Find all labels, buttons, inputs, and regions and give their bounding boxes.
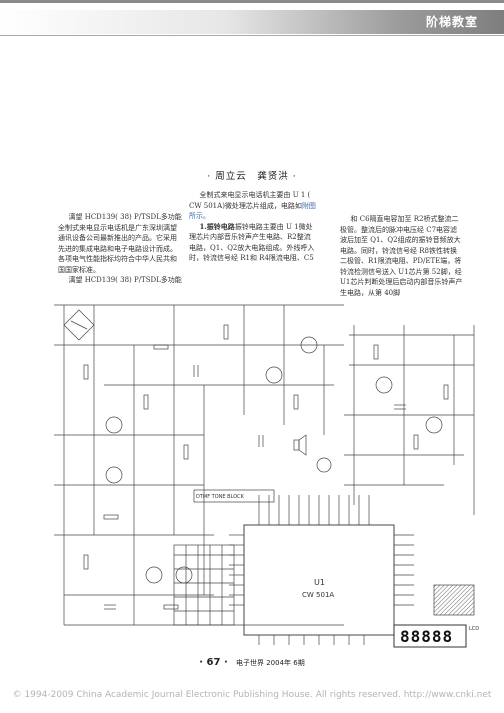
subsection-heading: 1.振铃电路: [199, 221, 235, 231]
copyright-watermark: © 1994-2009 China Academic Journal Elect…: [12, 690, 492, 700]
section-label: 阶梯教室: [425, 15, 478, 29]
lcd-label: LCD: [469, 626, 479, 632]
paragraph: 漓望 HCD139( 38) P/TSDL多功能: [68, 276, 182, 284]
ic-part-number: CW 501A: [302, 591, 334, 599]
paragraph: 全制式来电显示电话机主要由 U 1 ( CW 501A)微处理芯片组成，电路如附…: [189, 190, 317, 222]
paragraph-text: 振铃电路主要由 U 1微处理芯片内部音乐铃声产生电路、R2整流电路，Q1、Q2放…: [189, 222, 315, 263]
circuit-schematic: U1 CW 501A DTMF TONE BLOCK 88888 LCD: [54, 304, 479, 648]
paragraph: 漓望 HCD139( 38) P/TSDL多功能全制式来电显示电话机是广东深圳漓…: [58, 213, 182, 274]
lcd-display: 88888 LCD: [393, 624, 479, 648]
lcd-digits: 88888: [400, 627, 453, 646]
header-rule: [0, 35, 504, 36]
publication-name: 电子世界 2004年 6期: [236, 659, 305, 667]
figure-reference: 附图所示。: [189, 201, 316, 221]
article-column-1: 漓望 HCD139( 38) P/TSDL多功能全制式来电显示电话机是广东深圳漓…: [58, 212, 183, 286]
article-column-2: 全制式来电显示电话机主要由 U 1 ( CW 501A)微处理芯片组成，电路如附…: [189, 190, 317, 264]
tone-block-label: DTMF TONE BLOCK: [196, 494, 245, 500]
page-header: 阶梯教室: [0, 0, 504, 34]
paragraph: 1.振铃电路振铃电路主要由 U 1微处理芯片内部音乐铃声产生电路、R2整流电路，…: [189, 222, 317, 264]
paragraph: 和 C6隔直电容加至 R2桥式整流二极管。整流后的脉冲电压经 C7电容滤波后加至…: [340, 215, 463, 297]
article-authors: · 周立云 龚贤洪 ·: [207, 171, 297, 182]
page-number: · 67 ·: [199, 657, 228, 668]
paragraph-text: 全制式来电显示电话机主要由 U 1 ( CW 501A)微处理芯片组成，电路如: [189, 191, 311, 210]
ic-label: U1: [314, 578, 325, 587]
article-column-3: 和 C6隔直电容加至 R2桥式整流二极管。整流后的脉冲电压经 C7电容滤波后加至…: [340, 214, 463, 298]
header-top-stripe: [0, 0, 504, 3]
page-footer: · 67 · 电子世界 2004年 6期: [0, 657, 504, 668]
header-band: [0, 10, 504, 34]
